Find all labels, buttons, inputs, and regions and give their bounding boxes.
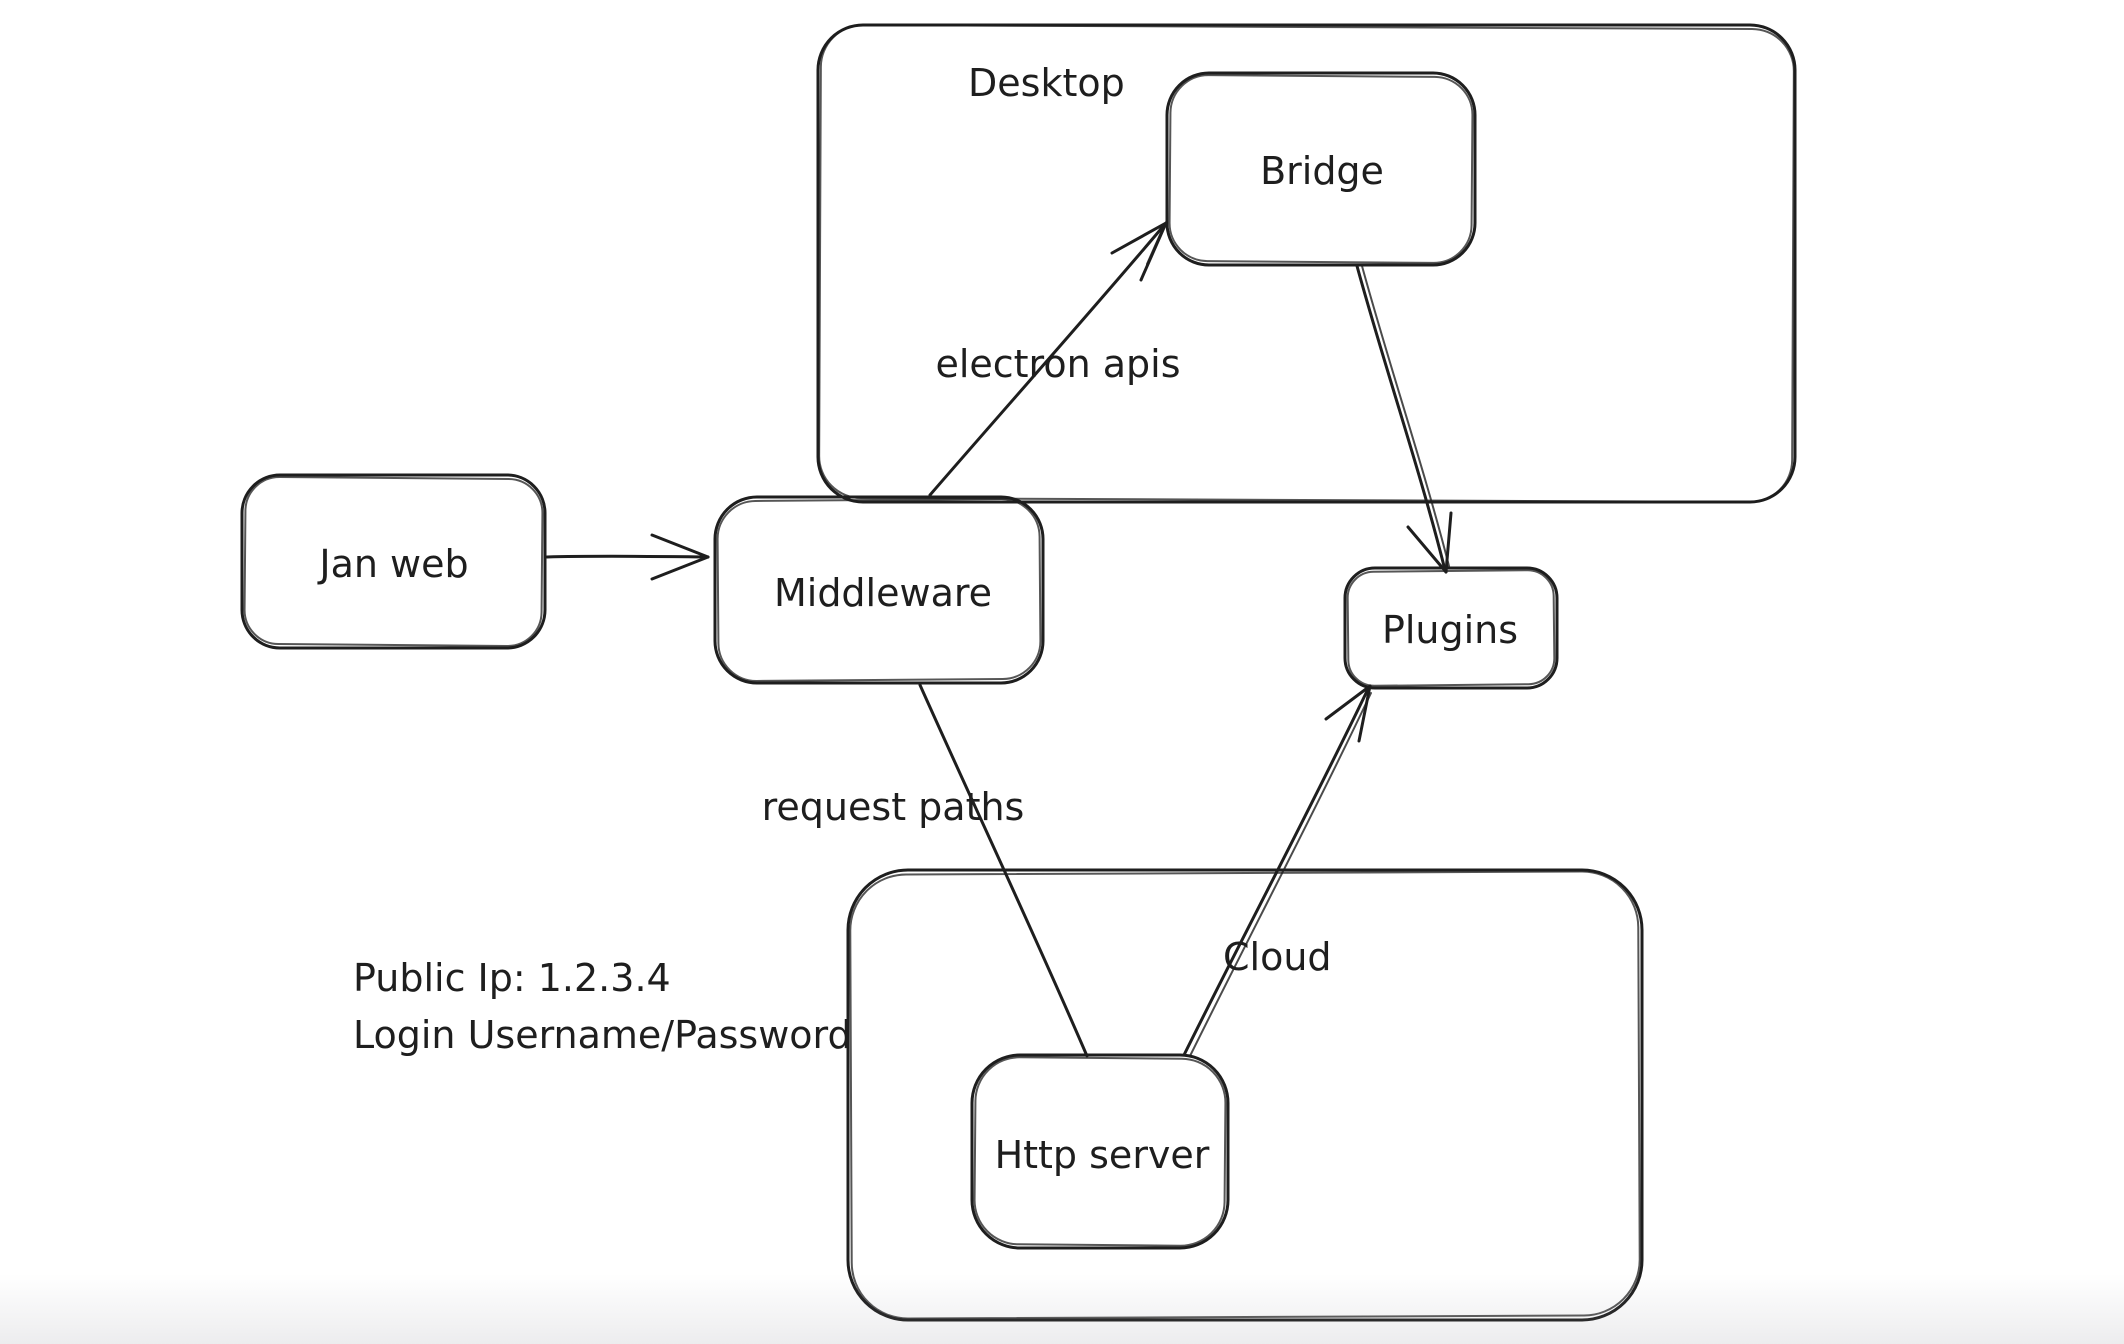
login-text[interactable]: Login Username/Password: [353, 1013, 852, 1057]
bridge-node-label: Bridge: [1260, 149, 1384, 193]
middleware-node-label: Middleware: [774, 571, 992, 615]
plugins-node-label: Plugins: [1382, 608, 1518, 652]
middleware-node[interactable]: Middleware: [713, 495, 1045, 685]
bridge-node[interactable]: Bridge: [1165, 71, 1477, 267]
edge-httpserver-plugins[interactable]: [1182, 684, 1372, 1057]
plugins-node[interactable]: Plugins: [1343, 566, 1559, 690]
jan-web-node-label: Jan web: [317, 542, 468, 586]
edge-middleware-bridge[interactable]: electron apis: [928, 221, 1181, 497]
cloud-container[interactable]: Cloud: [846, 868, 1644, 1322]
http-server-node[interactable]: Http server: [970, 1053, 1230, 1250]
edge-janweb-middleware[interactable]: [545, 533, 710, 581]
credentials-annotation[interactable]: Public Ip: 1.2.3.4 Login Username/Passwo…: [353, 956, 852, 1057]
jan-web-node[interactable]: Jan web: [240, 473, 547, 650]
edge-middleware-httpserver[interactable]: request paths: [762, 683, 1089, 1058]
edge-label-electron-apis[interactable]: electron apis: [935, 342, 1180, 386]
desktop-container-label: Desktop: [968, 61, 1125, 105]
public-ip-text[interactable]: Public Ip: 1.2.3.4: [353, 956, 671, 1000]
edge-label-request-paths[interactable]: request paths: [762, 785, 1025, 829]
http-server-node-label: Http server: [995, 1133, 1210, 1177]
edge-bridge-plugins[interactable]: [1355, 264, 1453, 574]
desktop-container[interactable]: Desktop: [816, 23, 1797, 504]
